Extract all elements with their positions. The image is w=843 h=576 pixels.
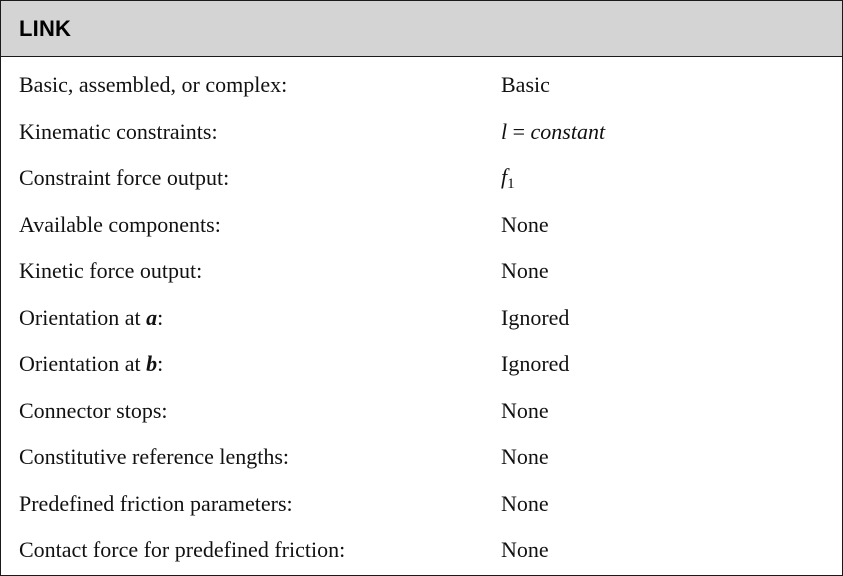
formula-lhs: l: [501, 118, 508, 144]
constraint-force-formula: f1: [481, 164, 515, 193]
row-label: Contact force for predefined friction:: [19, 537, 346, 563]
table-row: Predefined friction parameters: None: [1, 481, 842, 528]
row-value: None: [501, 444, 549, 470]
row-value: None: [501, 397, 549, 423]
table-row: Orientation at b: Ignored: [1, 341, 842, 388]
table-row: Constraint force output: f1: [1, 155, 842, 202]
row-label: Constitutive reference lengths:: [19, 444, 290, 470]
row-label: Predefined friction parameters:: [19, 490, 293, 516]
row-label: Available components:: [19, 211, 221, 237]
node-b-variable: b: [146, 351, 158, 377]
row-label: Connector stops:: [19, 397, 168, 423]
row-value: None: [501, 490, 549, 516]
row-value: None: [501, 211, 549, 237]
row-label: Constraint force output:: [19, 165, 230, 191]
table-title: LINK: [19, 15, 72, 41]
row-label: Kinetic force output:: [19, 258, 203, 284]
row-label: Kinematic constraints:: [19, 118, 218, 144]
formula-base: f: [501, 163, 508, 189]
table-row: Contact force for predefined friction: N…: [1, 527, 842, 574]
node-a-variable: a: [146, 304, 158, 330]
row-label: Orientation at b:: [19, 351, 164, 377]
table-header: LINK: [1, 1, 842, 57]
table-row: Connector stops: None: [1, 388, 842, 435]
formula-operator: =: [512, 118, 526, 144]
table-row: Available components: None: [1, 202, 842, 249]
row-label: Orientation at a:: [19, 304, 164, 330]
kinematic-constraint-formula: l = constant: [481, 119, 605, 145]
table-row: Orientation at a: Ignored: [1, 295, 842, 342]
row-value: Ignored: [501, 304, 570, 330]
row-label: Basic, assembled, or complex:: [19, 72, 288, 98]
table-body: Basic, assembled, or complex: Basic Kine…: [1, 57, 842, 574]
table-row: Basic, assembled, or complex: Basic: [1, 62, 842, 109]
table-row: Kinematic constraints: l = constant: [1, 109, 842, 156]
formula-subscript: 1: [507, 175, 515, 192]
row-value: None: [501, 537, 549, 563]
table-row: Constitutive reference lengths: None: [1, 434, 842, 481]
table-row: Kinetic force output: None: [1, 248, 842, 295]
row-value: None: [501, 258, 549, 284]
formula-rhs: constant: [530, 118, 606, 144]
row-value: Ignored: [501, 351, 570, 377]
row-value: Basic: [501, 72, 550, 98]
